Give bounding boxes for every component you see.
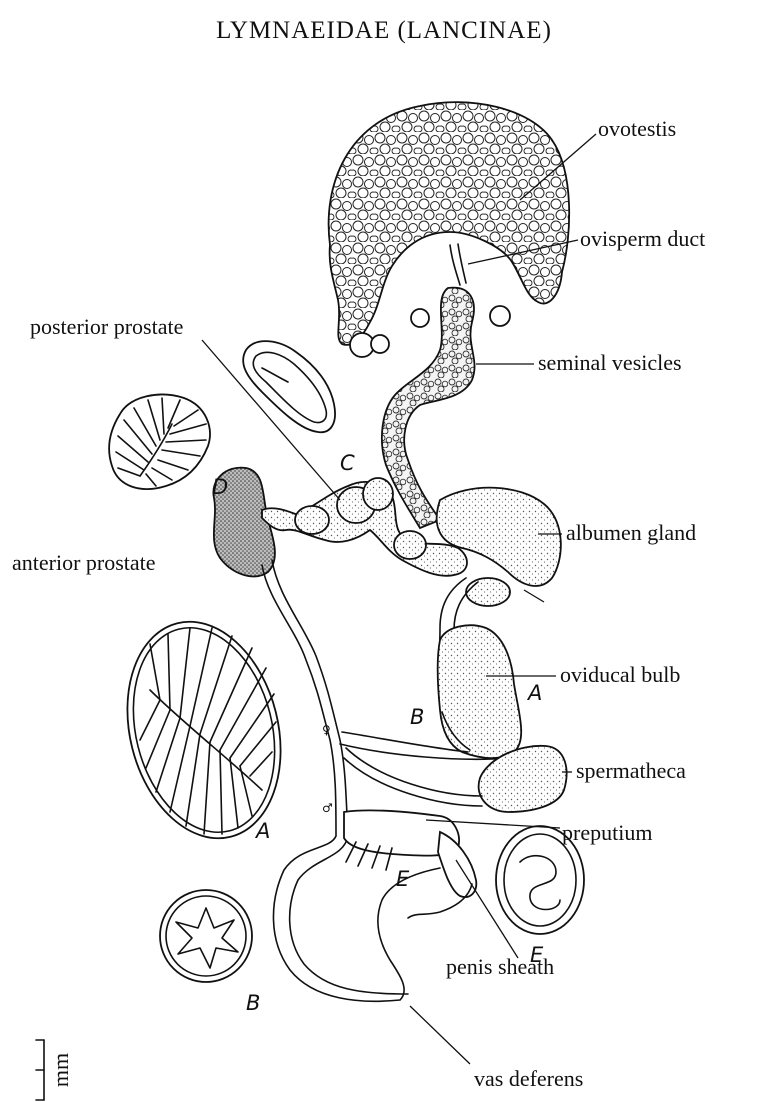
inset-section-d [109, 395, 210, 490]
albumen-gland-lobe [466, 578, 510, 606]
label-posterior-prostate: posterior prostate [30, 314, 183, 339]
label-seminal-vesicles: seminal vesicles [538, 350, 682, 375]
label-albumen-gland: albumen gland [566, 520, 696, 545]
letter-c: C [340, 451, 355, 475]
posterior-prostate-organ [262, 478, 467, 576]
spermatheca-duct-inner [344, 758, 482, 806]
label-ovisperm-duct: ovisperm duct [580, 226, 705, 251]
diagram-title: LYMNAEIDAE (LANCINAE) [216, 17, 552, 44]
vas-deferens [262, 565, 440, 1001]
male-symbol: ♂ [322, 801, 333, 815]
letter-a-main: A [526, 681, 542, 705]
scale-bar-unit: mm [48, 1053, 73, 1087]
oviducal-bulb-organ [438, 625, 522, 758]
letter-b-main: B [410, 705, 424, 729]
letter-b-inset: B [246, 991, 260, 1015]
letter-e-main: E [396, 867, 410, 891]
ovisperm-duct-inner [458, 244, 466, 283]
scale-bar [36, 1040, 44, 1100]
inset-section-a [106, 605, 303, 854]
label-anterior-prostate: anterior prostate [12, 550, 156, 575]
letter-d: D [212, 475, 228, 499]
label-preputium: preputium [562, 820, 652, 845]
label-vas-deferens: vas deferens [474, 1066, 583, 1091]
letter-e-inset: E [530, 943, 544, 967]
label-ovotestis: ovotestis [598, 116, 676, 141]
inset-section-c [243, 341, 335, 432]
vas-deferens-inner [272, 560, 408, 994]
inset-section-b [160, 890, 252, 982]
female-symbol: ♀ [322, 723, 331, 737]
label-oviducal-bulb: oviducal bulb [560, 662, 680, 687]
label-spermatheca: spermatheca [576, 758, 686, 783]
letter-a-inset: A [254, 819, 270, 843]
